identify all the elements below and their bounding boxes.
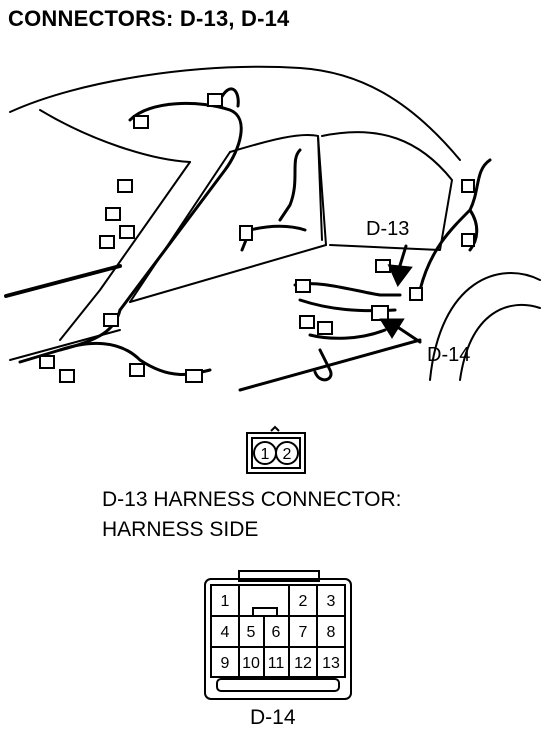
d14-pin-10: 10	[242, 655, 260, 672]
d14-arrow-head	[379, 318, 405, 339]
a-pillar-inner	[129, 151, 231, 303]
d13-arrow-head	[387, 264, 413, 287]
dash-line	[4, 264, 122, 298]
d13-caption-line-1: D-13 HARNESS CONNECTOR:	[102, 488, 402, 511]
roof-outline	[9, 65, 461, 161]
d14-pin-12: 12	[294, 655, 312, 672]
wiring-harness	[18, 87, 492, 382]
rear-wheel-inner	[459, 304, 541, 381]
d14-latch	[238, 570, 320, 582]
rear-window-frame	[321, 131, 453, 251]
callout-label-d13: D-13	[366, 218, 410, 240]
d14-pin-13: 13	[322, 655, 340, 672]
d13-caption-line-2: HARNESS SIDE	[102, 518, 259, 541]
d13-pin-2-label: 2	[283, 446, 292, 463]
d13-pin-2-circle	[275, 441, 299, 465]
rocker-line	[238, 338, 422, 392]
a-pillar	[59, 161, 191, 341]
d14-pin-1: 1	[221, 593, 230, 610]
callout-label-d14: D-14	[427, 344, 471, 366]
belt-line	[129, 244, 327, 303]
harness-connectors	[39, 93, 475, 383]
d14-connector-face: 1 2 3 4 5 6 7 8 9 10 11 12 13	[204, 570, 352, 700]
b-pillar	[317, 135, 327, 246]
d14-housing-outer	[204, 578, 352, 700]
d14-bottom-rail	[216, 678, 340, 692]
rear-wheel-arch	[429, 272, 541, 381]
d14-pin-8: 8	[327, 624, 336, 641]
d13-latch	[270, 425, 280, 432]
page-title: CONNECTORS: D-13, D-14	[8, 6, 290, 31]
d14-pin-6: 6	[272, 624, 281, 641]
d13-connector-face: 1 2	[246, 425, 306, 474]
d13-housing-inner	[251, 437, 301, 469]
d14-pin-11: 11	[268, 655, 285, 672]
d13-pin-1-label: 1	[261, 446, 270, 463]
d14-arrow-shaft	[394, 324, 422, 344]
front-window-frame	[229, 133, 323, 241]
d14-housing-inner	[210, 584, 346, 678]
d14-pin-7: 7	[299, 624, 308, 641]
d14-pin-4: 4	[221, 624, 230, 641]
windshield-edge	[39, 109, 191, 163]
vehicle-wiring-illustration	[4, 65, 541, 392]
d14-key-notch	[252, 607, 278, 617]
d14-pin-5: 5	[247, 624, 256, 641]
d14-pin-3: 3	[327, 593, 336, 610]
d14-pin-2: 2	[299, 593, 308, 610]
d13-housing-outer	[246, 432, 306, 474]
d14-pin-9: 9	[221, 655, 230, 672]
d14-connector-label: D-14	[250, 706, 296, 729]
callout-arrows	[379, 244, 422, 344]
